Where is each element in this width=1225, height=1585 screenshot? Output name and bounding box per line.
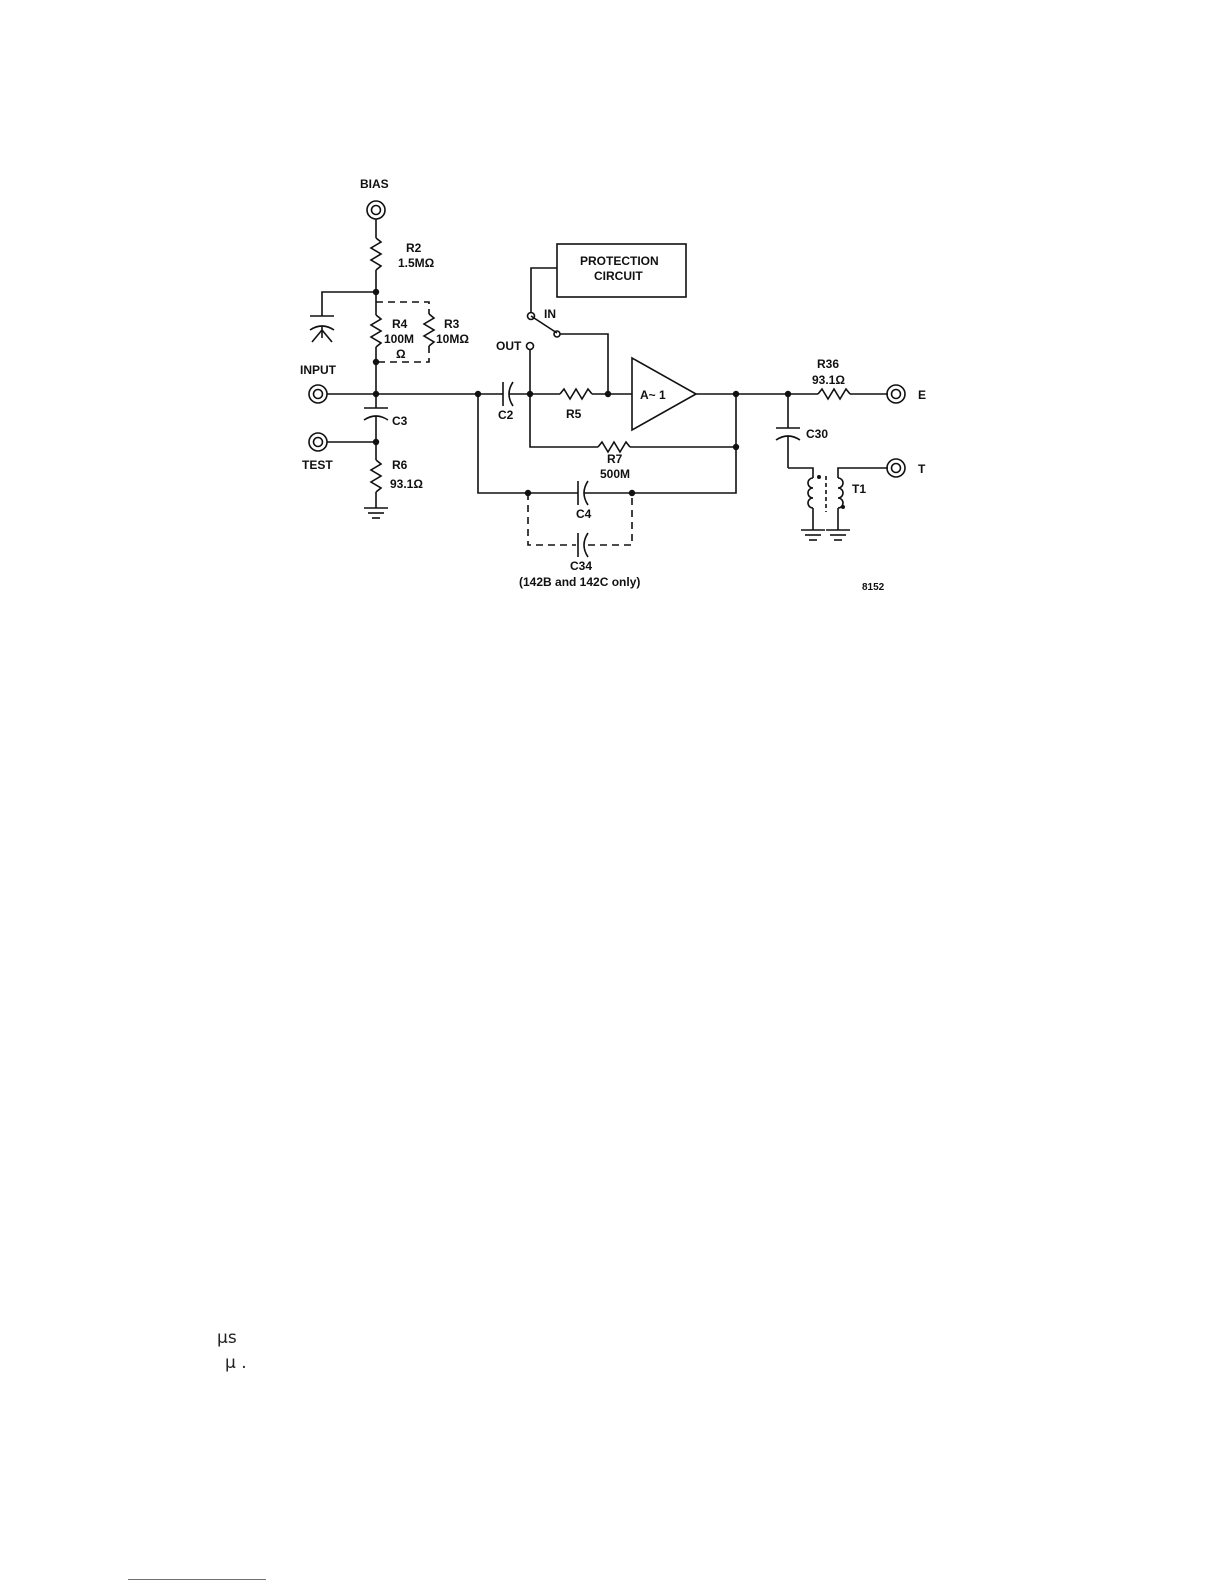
test-connector	[309, 433, 327, 451]
figure-number: 8152	[862, 582, 885, 593]
r6-label: R6	[392, 458, 408, 472]
c34-label: C34	[570, 559, 592, 573]
preamplifier-schematic: BIAS R2 1.5MΩ R4 100M Ω R3 10MΩ INPUT C3	[0, 0, 1225, 640]
bias-connector	[367, 201, 385, 219]
r7-label: R7	[607, 452, 623, 466]
r36-value: 93.1Ω	[812, 373, 845, 387]
switch-out-label: OUT	[496, 339, 522, 353]
c30-label: C30	[806, 427, 828, 441]
input-label: INPUT	[300, 363, 337, 377]
c2-label: C2	[498, 408, 514, 422]
e-output-label: E	[918, 388, 926, 402]
input-connector	[309, 385, 327, 403]
resistor-r2	[371, 238, 381, 270]
r4-label: R4	[392, 317, 408, 331]
r2-value: 1.5MΩ	[398, 256, 435, 270]
resistor-r36	[818, 389, 850, 399]
t1-label: T1	[852, 482, 866, 496]
c4-label: C4	[576, 507, 592, 521]
protection-line-1: PROTECTION	[580, 254, 659, 268]
r3-value: 10MΩ	[436, 332, 469, 346]
footnote-rule	[128, 1579, 266, 1580]
switch-in-label: IN	[544, 307, 556, 321]
protection-line-2: CIRCUIT	[594, 269, 643, 283]
r7-value: 500M	[600, 467, 630, 481]
r4-unit: Ω	[396, 347, 406, 361]
bias-label: BIAS	[360, 177, 389, 191]
ground-symbol-t1-secondary	[826, 530, 850, 540]
resistor-r7	[598, 442, 630, 452]
transformer-t1	[788, 468, 888, 530]
resistor-r6	[371, 460, 381, 492]
t-output-label: T	[918, 462, 926, 476]
test-label: TEST	[302, 458, 333, 472]
stray-mu-s-text: µs	[217, 1328, 237, 1348]
r4-value: 100M	[384, 332, 414, 346]
ground-symbol-t1-primary	[801, 530, 825, 540]
r2-label: R2	[406, 241, 422, 255]
r36-label: R36	[817, 357, 839, 371]
c3-label: C3	[392, 414, 408, 428]
resistor-r4	[371, 315, 381, 347]
amplifier-gain-label: A~ 1	[640, 388, 666, 402]
e-output-connector	[887, 385, 905, 403]
bypass-capacitor	[310, 292, 376, 342]
t-output-connector	[887, 459, 905, 477]
ground-symbol-r6	[364, 508, 388, 518]
c34-note: (142B and 142C only)	[519, 575, 640, 589]
r6-value: 93.1Ω	[390, 477, 423, 491]
stray-mu-dot-text: µ .	[225, 1353, 247, 1373]
resistor-r3	[424, 314, 434, 346]
resistor-r5	[560, 389, 592, 399]
switch-out-contact	[527, 343, 534, 350]
r3-label: R3	[444, 317, 460, 331]
r5-label: R5	[566, 407, 582, 421]
